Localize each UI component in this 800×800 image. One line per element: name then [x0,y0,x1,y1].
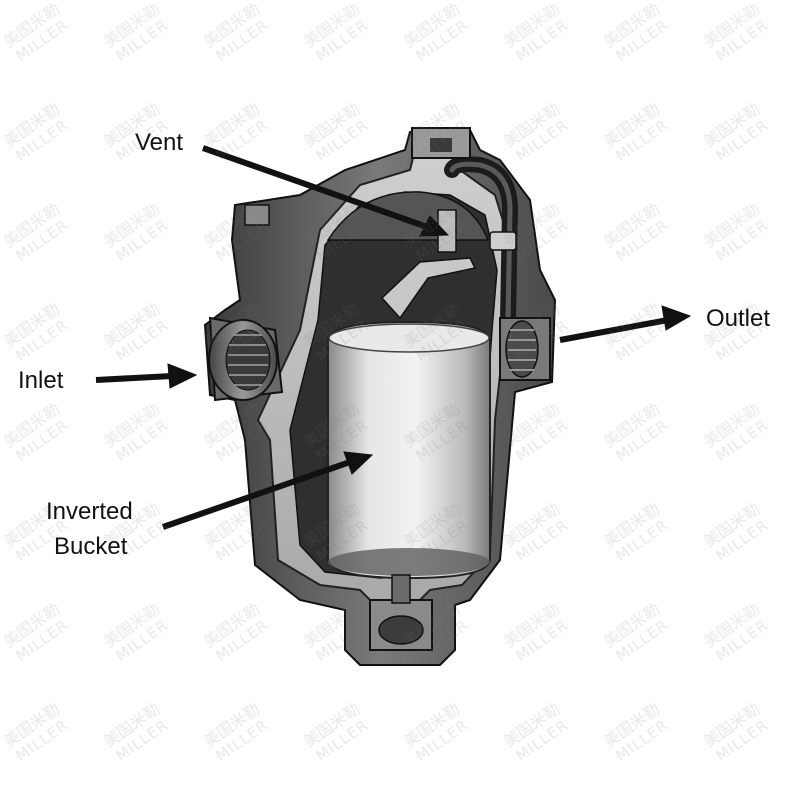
drain-plug [369,574,433,651]
bucket-arrow [162,451,374,530]
inverted-bucket-label: Inverted Bucket [46,494,133,564]
outlet-arrow [559,305,692,343]
cover-bolt [244,204,270,226]
vent-arrow [202,145,450,237]
inlet-arrow [95,363,198,389]
inlet-label: Inlet [18,367,64,394]
inverted-bucket-label-line2: Bucket [54,533,128,560]
outlet-label: Outlet [706,305,771,332]
lever-mechanism [380,257,477,320]
outlet-port [499,317,551,381]
vent-label: Vent [135,129,184,156]
inverted-bucket [327,320,491,580]
inverted-bucket-label-line1: Inverted [46,498,133,525]
inlet-port [208,316,284,402]
